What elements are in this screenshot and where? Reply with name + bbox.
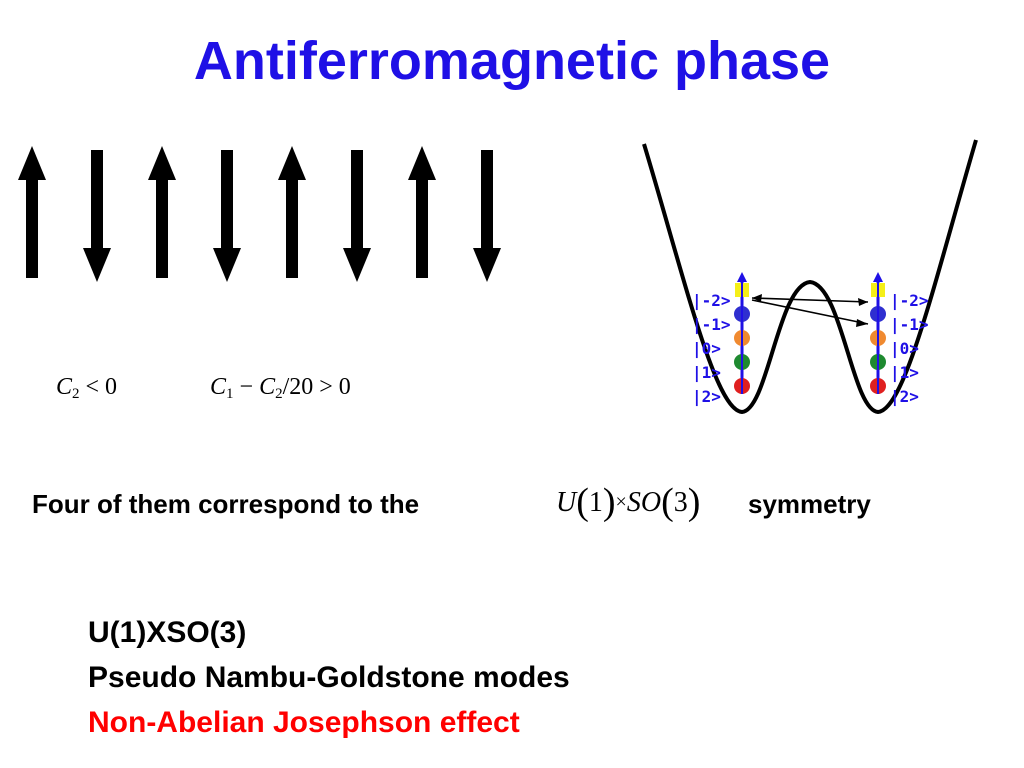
spin-up-arrow xyxy=(278,146,306,278)
symmetry-statement: Four of them correspond to the xyxy=(32,489,420,519)
key-point-2: Pseudo Nambu-Goldstone modes xyxy=(88,661,570,694)
key-point-3: Non-Abelian Josephson effect xyxy=(88,706,520,739)
tunneling-arrow-lower xyxy=(751,299,869,325)
condition-c2: C2 < 0 xyxy=(56,374,118,402)
spin-down-arrow xyxy=(473,150,501,282)
level-label: |1> xyxy=(692,363,721,383)
spin-up-arrow xyxy=(18,146,46,278)
symmetry-word: symmetry xyxy=(748,489,871,519)
spin-down-arrow xyxy=(213,150,241,282)
left-well-levels xyxy=(734,272,750,394)
spin-up-arrow xyxy=(408,146,436,278)
level-label: |0> xyxy=(692,339,721,359)
level-label: |2> xyxy=(890,387,919,407)
spin-down-arrow xyxy=(343,150,371,282)
level-label: |1> xyxy=(890,363,919,383)
key-point-1: U(1)XSO(3) xyxy=(88,616,247,649)
slide-title: Antiferromagnetic phase xyxy=(193,31,831,91)
level-label: |-1> xyxy=(890,315,929,335)
left-well-labels: |-2> |-1> |0> |1> |2> xyxy=(692,291,731,407)
condition-c1-c2: C1 − C2/20 > 0 xyxy=(210,374,351,402)
spin-up-arrow xyxy=(148,146,176,278)
level-label: |2> xyxy=(692,387,721,407)
spin-arrow-chain xyxy=(18,146,501,282)
level-label: |0> xyxy=(890,339,919,359)
tunneling-arrow-upper xyxy=(751,297,869,303)
level-label: |-2> xyxy=(692,291,731,311)
double-well-curve xyxy=(642,139,978,415)
spin-down-arrow xyxy=(83,150,111,282)
key-points: U(1)XSO(3) Pseudo Nambu-Goldstone modes … xyxy=(88,610,570,745)
level-label: |-1> xyxy=(692,315,731,335)
right-well-levels xyxy=(870,272,886,394)
level-label: |-2> xyxy=(890,291,929,311)
symmetry-group-formula: U(1)×SO(3) xyxy=(556,481,701,523)
right-well-labels: |-2> |-1> |0> |1> |2> xyxy=(890,291,929,407)
double-well-potential-diagram: |-2> |-1> |0> |1> |2> |-2> |-1> |0> |1> |2> xyxy=(642,139,978,415)
